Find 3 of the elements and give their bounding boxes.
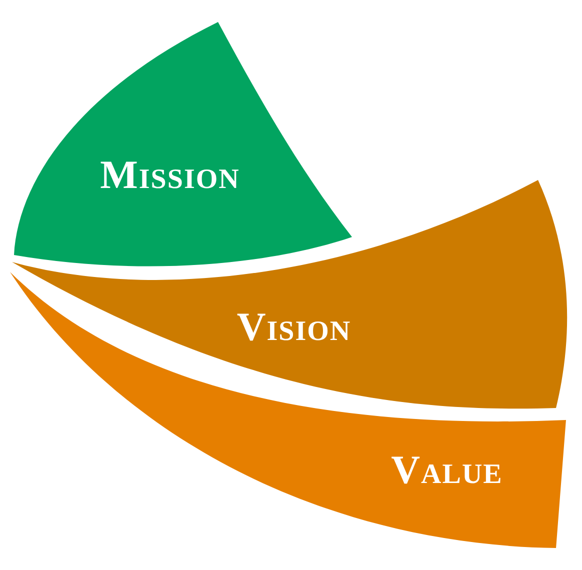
- segment-label: Vision: [236, 307, 352, 347]
- segment-label: Mission: [100, 155, 240, 195]
- segment-label: Value: [391, 450, 503, 490]
